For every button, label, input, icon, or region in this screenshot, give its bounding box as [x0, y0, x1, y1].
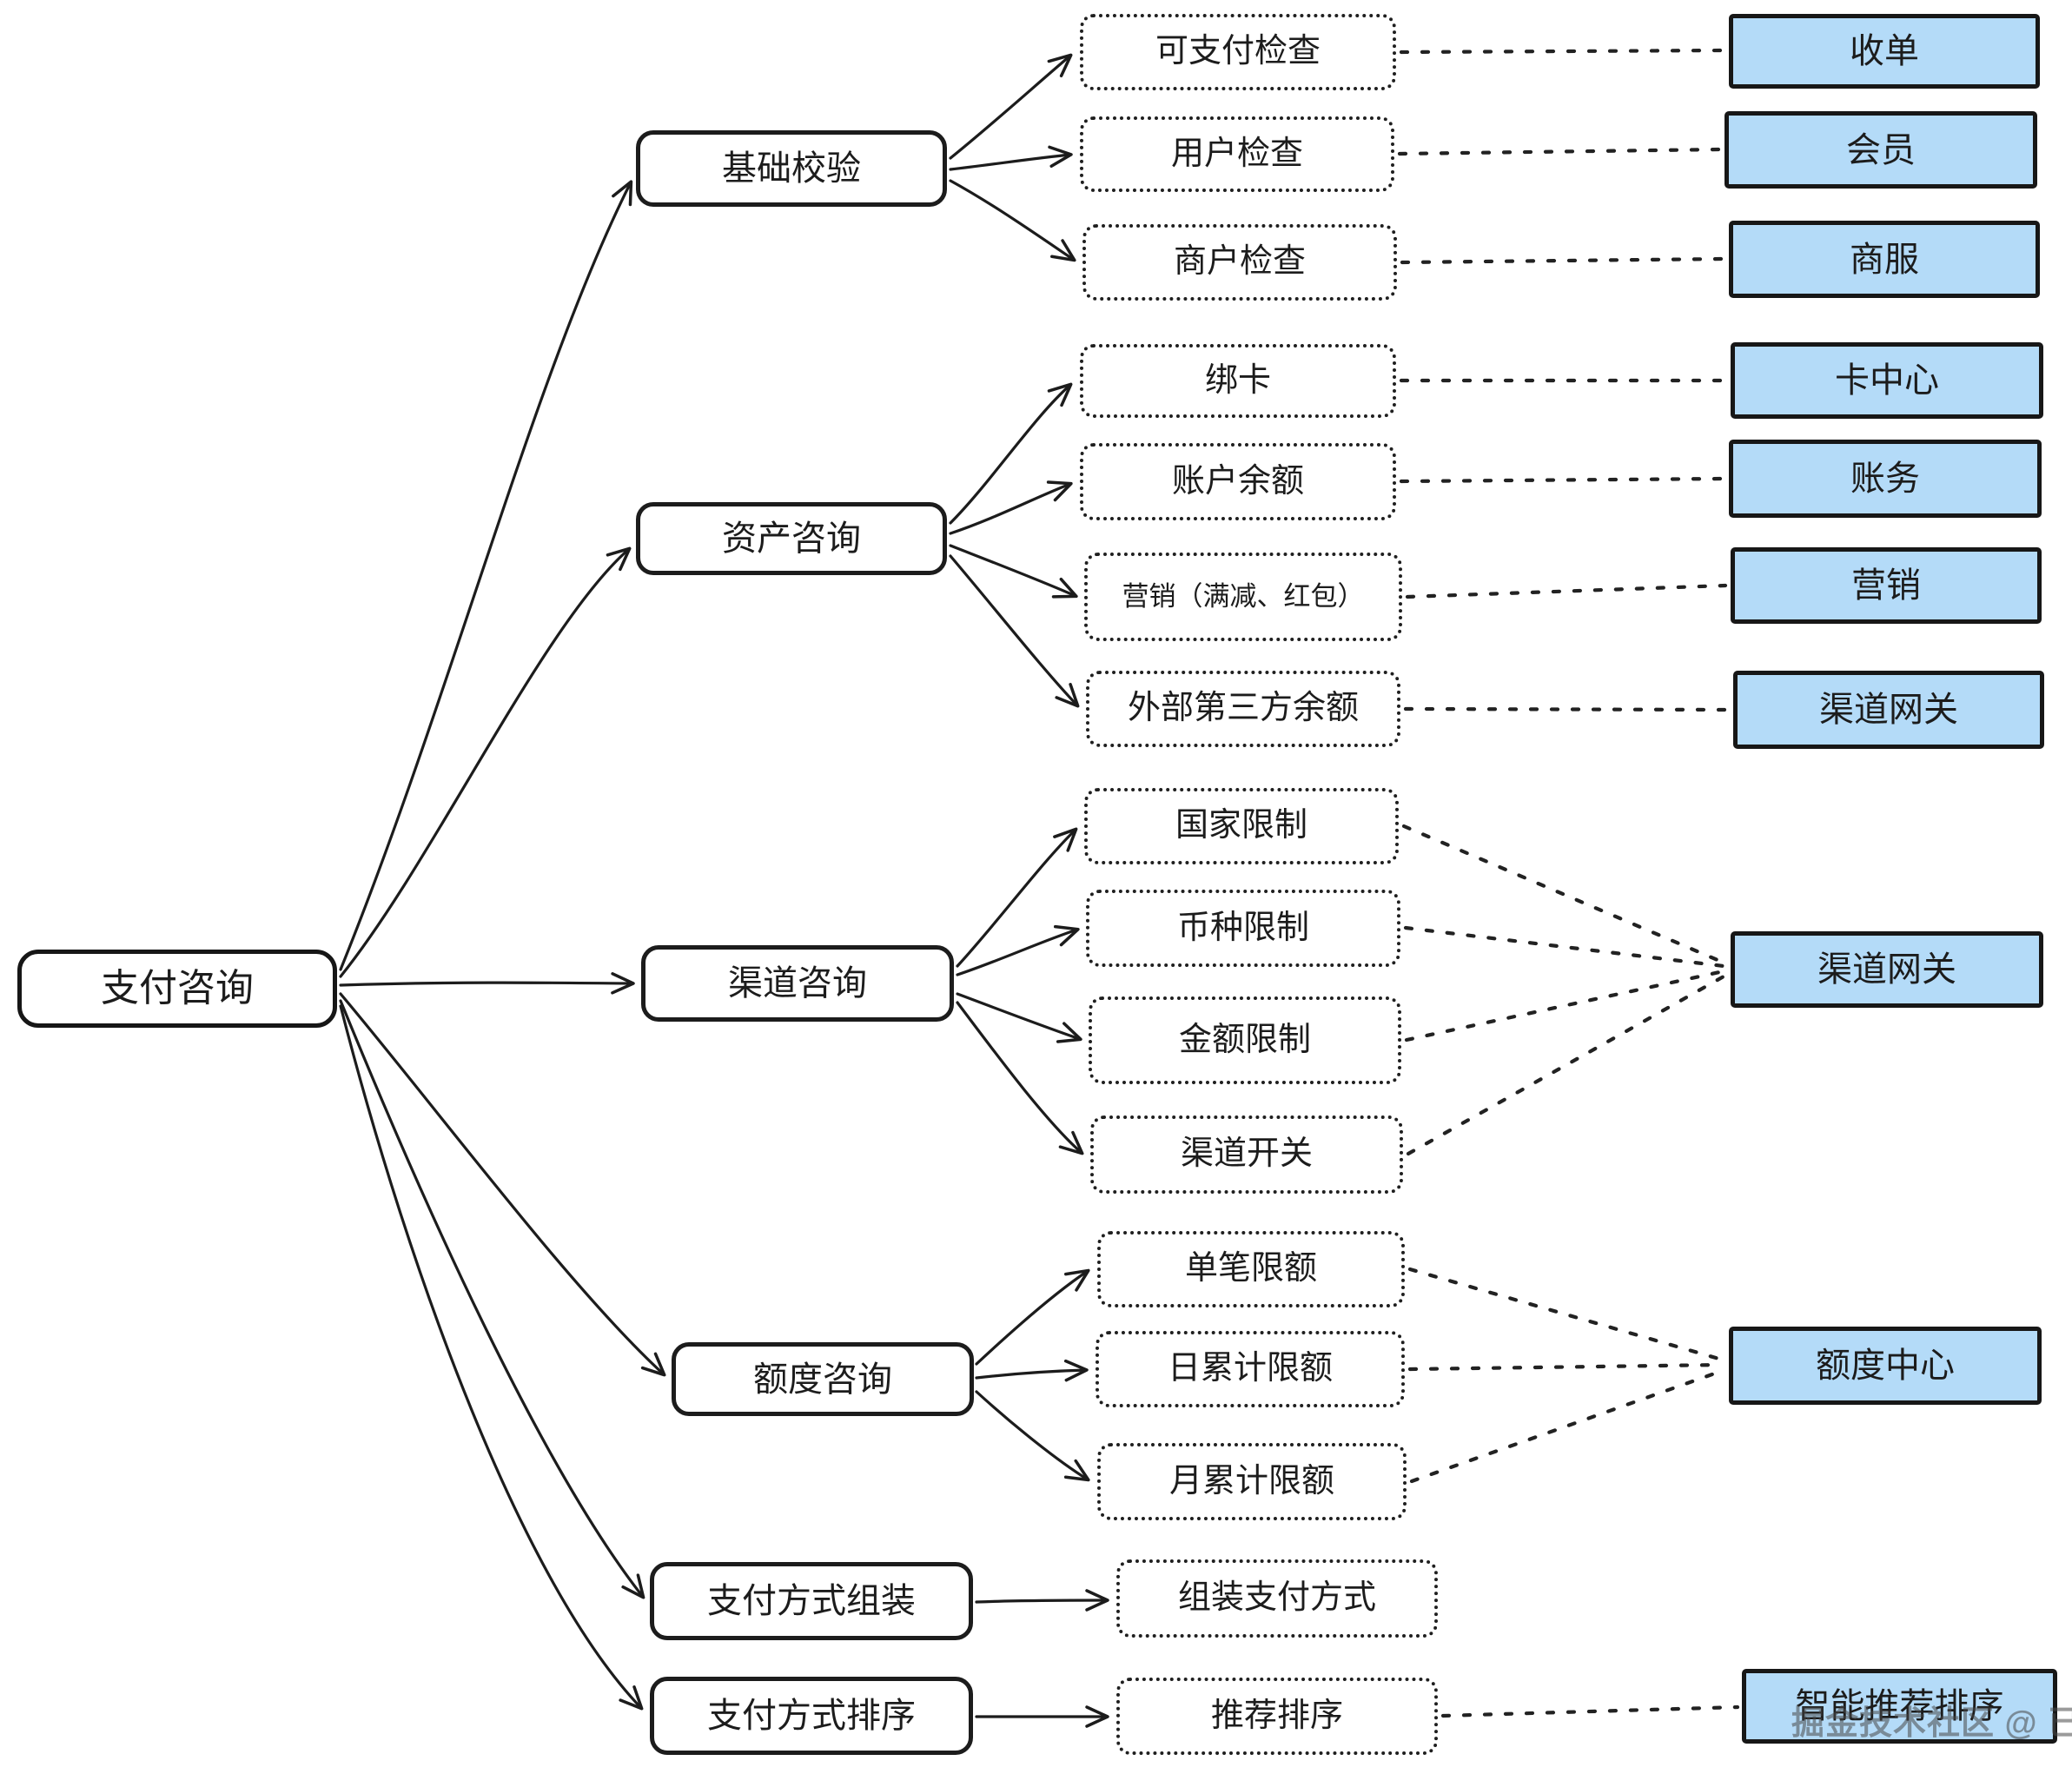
check-amount-limit: 金额限制 [1089, 996, 1401, 1084]
service-quota-center: 额度中心 [1729, 1327, 2042, 1405]
check-recommend-sort: 推荐排序 [1116, 1678, 1438, 1755]
service-member: 会员 [1724, 111, 2037, 189]
check-channel-switch: 渠道开关 [1090, 1115, 1403, 1194]
check-assemble-payment-method: 组装支付方式 [1116, 1559, 1438, 1638]
check-account-balance: 账户余额 [1080, 443, 1396, 520]
service-channel-gateway-channel: 渠道网关 [1731, 931, 2043, 1008]
service-acquiring: 收单 [1729, 14, 2040, 89]
stage-quota-inquiry: 额度咨询 [672, 1342, 974, 1416]
check-daily-accumulated-limit: 日累计限额 [1096, 1331, 1405, 1407]
check-monthly-accumulated-limit: 月累计限额 [1097, 1443, 1407, 1520]
check-single-limit: 单笔限额 [1097, 1231, 1405, 1307]
check-payable: 可支付检查 [1080, 14, 1396, 90]
check-currency-limit: 币种限制 [1086, 890, 1400, 967]
check-user: 用户检查 [1080, 116, 1394, 192]
check-country-limit: 国家限制 [1084, 788, 1399, 864]
stage-basic-validation: 基础校验 [636, 130, 947, 207]
root-node-payment-inquiry: 支付咨询 [17, 950, 337, 1028]
stage-asset-inquiry: 资产咨询 [636, 502, 947, 575]
stage-payment-method-assembly: 支付方式组装 [650, 1562, 973, 1640]
stage-payment-method-sorting: 支付方式排序 [650, 1677, 973, 1755]
service-marketing: 营销 [1731, 547, 2042, 624]
service-channel-gateway-assets: 渠道网关 [1733, 671, 2044, 749]
service-smart-recommend-sort: 智能推荐排序 [1742, 1669, 2057, 1744]
service-accounting: 账务 [1729, 440, 2042, 518]
dotted-connectors [1397, 48, 1740, 1718]
check-merchant: 商户检查 [1082, 224, 1397, 301]
solid-arrows [339, 53, 1109, 1728]
check-bind-card: 绑卡 [1080, 344, 1396, 418]
service-card-center: 卡中心 [1731, 342, 2043, 419]
check-external-third-party-balance: 外部第三方余额 [1086, 671, 1400, 747]
service-merchant-service: 商服 [1729, 221, 2040, 298]
stage-channel-inquiry: 渠道咨询 [641, 945, 954, 1022]
watermark-text: 掘金技术社区 @ 已注销 [1791, 1705, 2072, 1742]
check-marketing-discount-redpacket: 营销（满减、红包） [1084, 553, 1402, 641]
